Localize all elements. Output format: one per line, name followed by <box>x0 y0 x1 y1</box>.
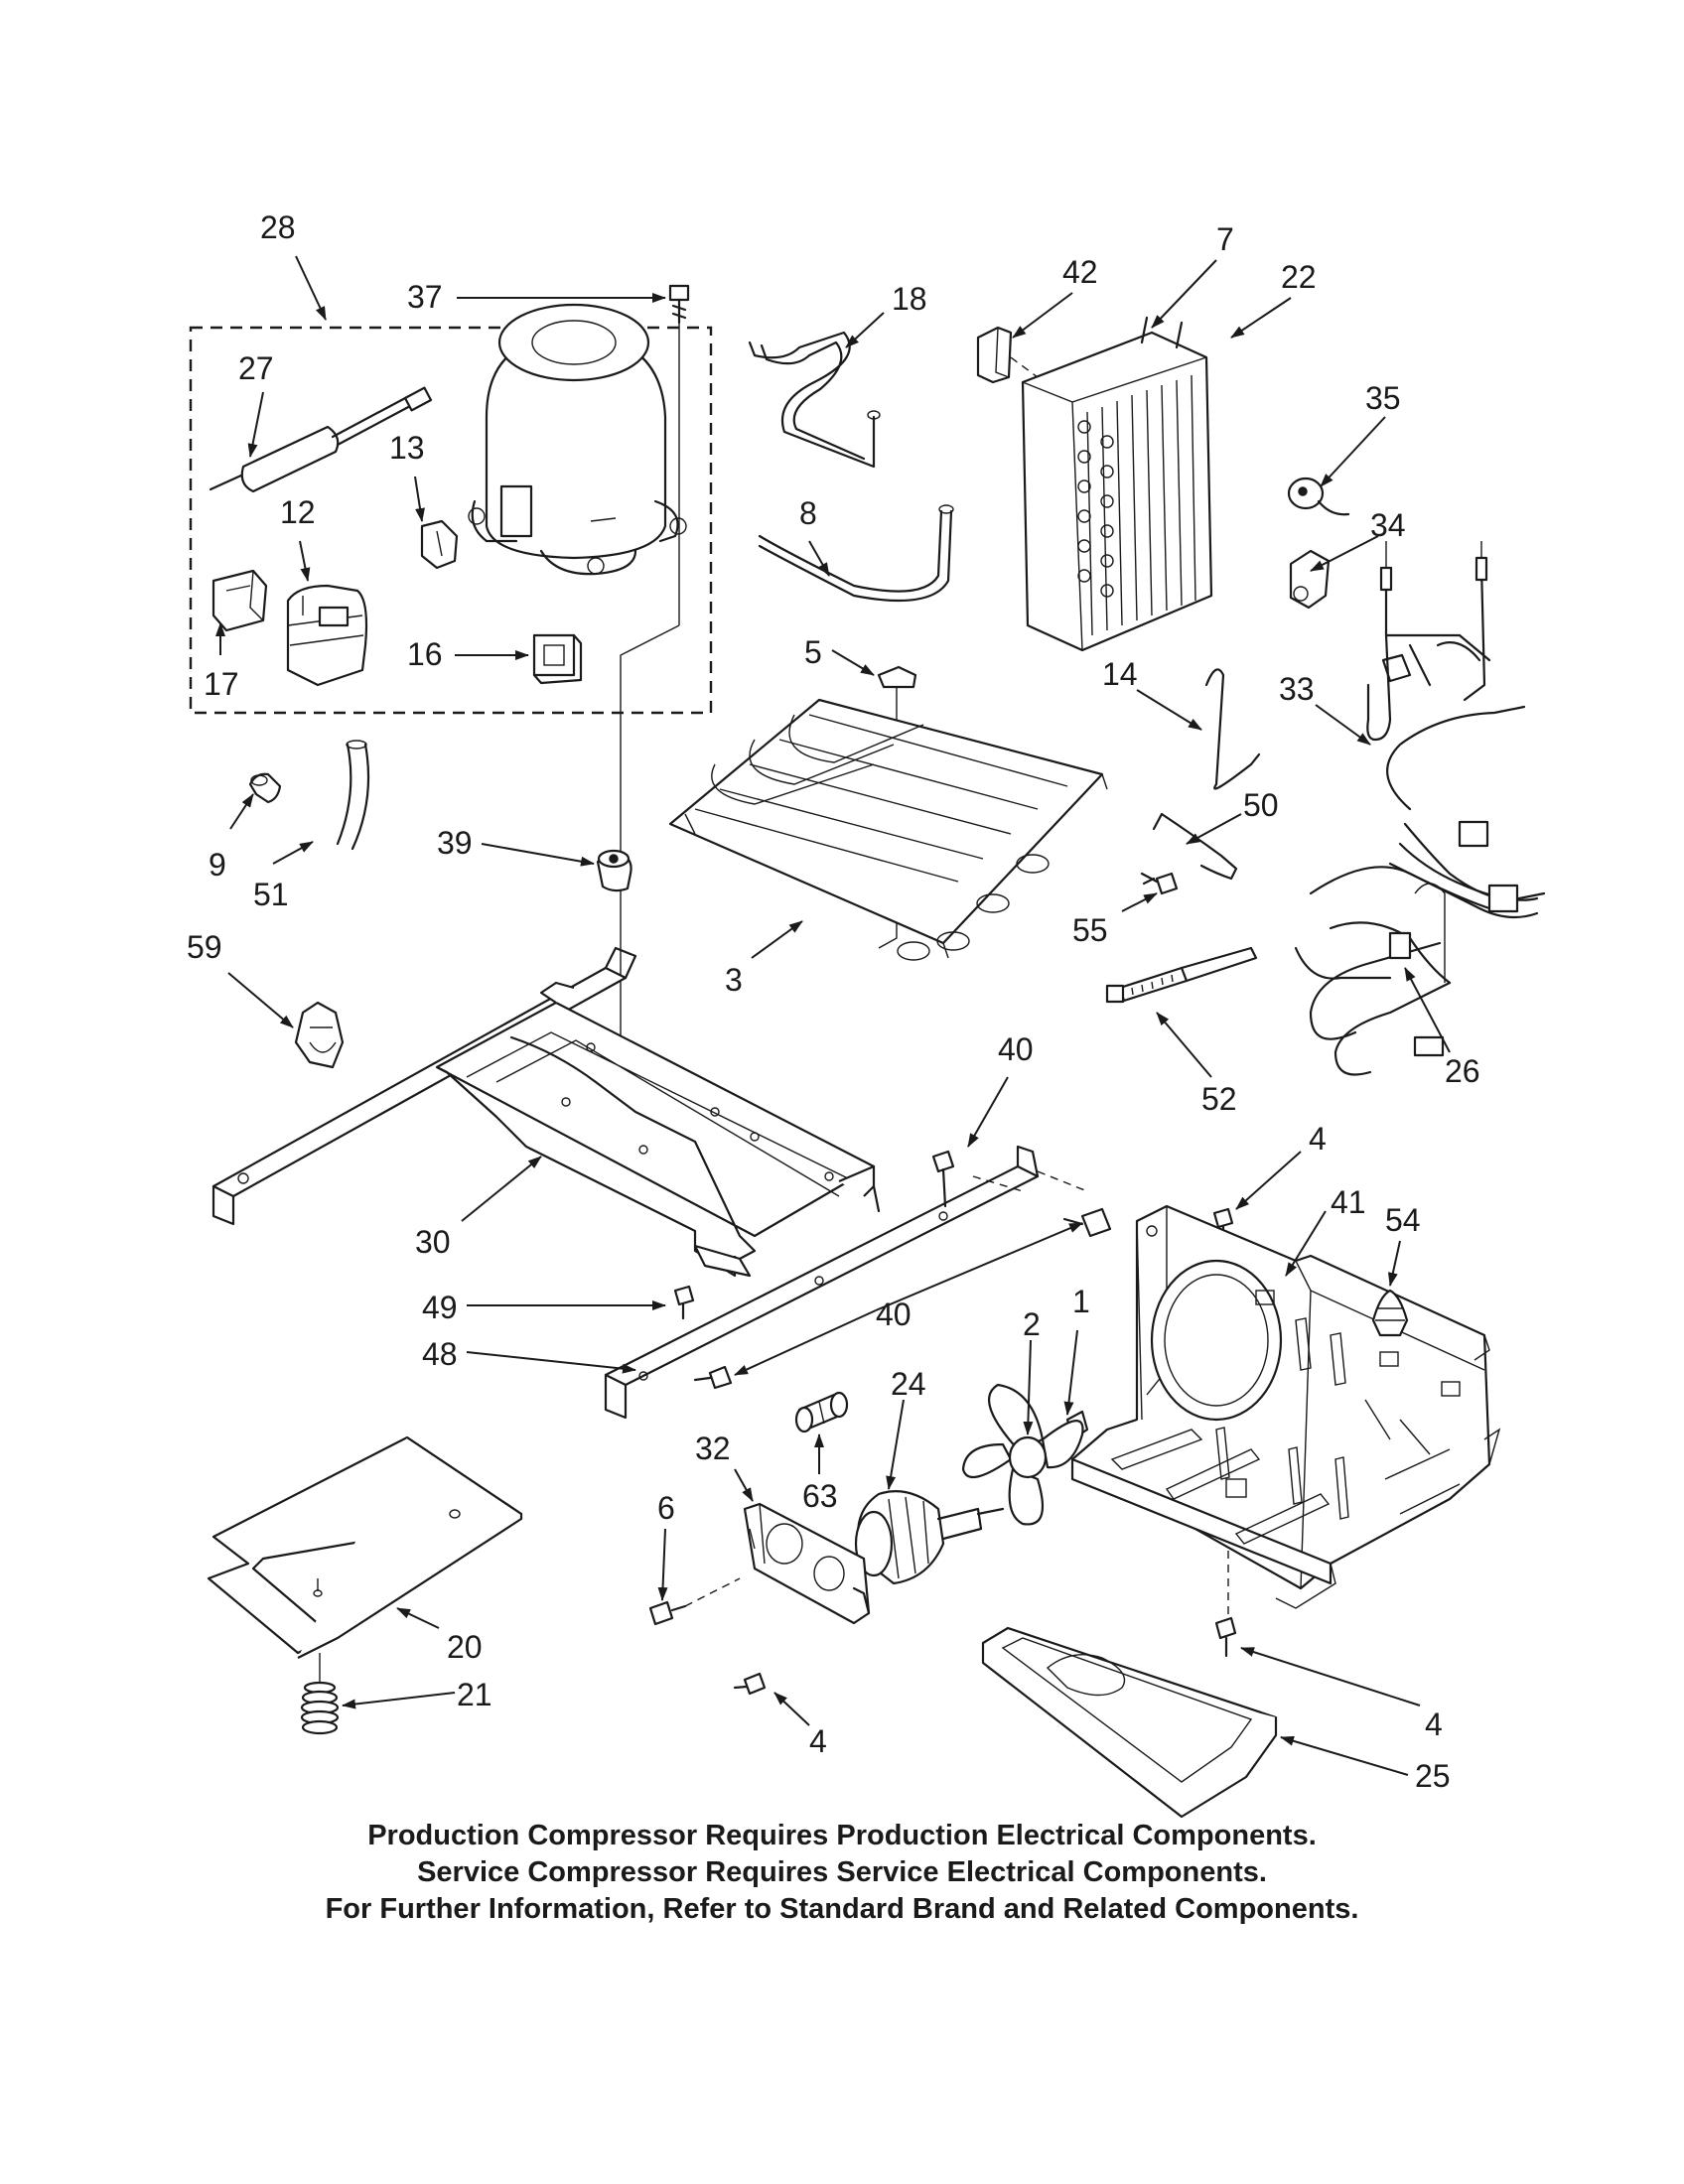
tie-strap-52[interactable] <box>1105 946 1258 1004</box>
callout-59: 59 <box>187 929 222 965</box>
callout-13: 13 <box>389 430 425 466</box>
callout-1: 1 <box>1072 1284 1090 1319</box>
relay-12[interactable] <box>286 584 368 687</box>
callout-51: 51 <box>253 877 289 912</box>
coupler-63[interactable] <box>794 1391 849 1433</box>
tube-51[interactable] <box>336 740 370 851</box>
plug-9[interactable] <box>248 772 282 804</box>
callout-27: 27 <box>238 350 274 386</box>
callout-52: 52 <box>1201 1081 1237 1117</box>
callout-30: 30 <box>415 1224 451 1260</box>
condenser-tube-bends <box>1077 420 1114 598</box>
callout-32: 32 <box>695 1431 731 1466</box>
overload-17[interactable] <box>211 569 268 632</box>
note-line-1: Production Compressor Requires Productio… <box>367 1820 1317 1851</box>
screw-40b[interactable] <box>1062 1207 1112 1238</box>
base-frame-30[interactable] <box>211 946 881 1278</box>
condenser-22[interactable] <box>1021 316 1213 652</box>
rod-14[interactable] <box>1204 668 1261 790</box>
compressor-kit-boundary <box>189 326 713 715</box>
tube-8[interactable] <box>758 504 954 603</box>
callout-7: 7 <box>1216 221 1234 257</box>
callout-22: 22 <box>1281 259 1317 295</box>
base-shroud-41[interactable] <box>1070 1204 1501 1609</box>
spring-21[interactable] <box>300 1653 340 1735</box>
callout-63: 63 <box>802 1478 838 1514</box>
callout-18: 18 <box>892 281 927 317</box>
wire-harness-26[interactable] <box>1294 641 1546 1076</box>
callout-5: 5 <box>804 634 822 670</box>
clip-13[interactable] <box>420 519 459 570</box>
callout-6: 6 <box>657 1490 675 1526</box>
callout-numbers: 28 37 27 13 12 17 16 18 8 42 7 22 35 34 … <box>187 209 1480 1794</box>
callout-35: 35 <box>1365 380 1401 416</box>
grommet-39[interactable] <box>596 849 632 892</box>
drain-pan-25[interactable] <box>981 1626 1278 1819</box>
callout-39: 39 <box>437 825 473 861</box>
clip-34[interactable] <box>1289 549 1331 610</box>
callout-26: 26 <box>1445 1053 1480 1089</box>
callout-17: 17 <box>204 666 239 702</box>
bracket-42[interactable] <box>976 326 1039 384</box>
screw-40a[interactable] <box>931 1150 955 1208</box>
callout-4b: 4 <box>809 1723 827 1759</box>
callout-2: 2 <box>1023 1306 1041 1342</box>
drier-27[interactable] <box>209 386 433 493</box>
callout-55: 55 <box>1072 912 1108 948</box>
screw-4-bottom[interactable] <box>733 1672 767 1696</box>
clip-59[interactable] <box>294 1001 345 1069</box>
compressor[interactable] <box>468 303 687 576</box>
rail-48[interactable] <box>604 1145 1088 1420</box>
callout-24: 24 <box>891 1366 926 1402</box>
tube-18[interactable] <box>748 331 881 469</box>
fan-motor-24[interactable] <box>854 1490 1005 1585</box>
callout-49: 49 <box>422 1290 458 1325</box>
bracket-50[interactable] <box>1152 812 1238 881</box>
callout-9: 9 <box>209 847 226 883</box>
callout-3: 3 <box>725 962 743 998</box>
screw-55[interactable] <box>1140 872 1179 895</box>
connector-16[interactable] <box>532 633 583 685</box>
tube-33[interactable] <box>1366 541 1491 742</box>
callout-40b: 40 <box>876 1297 912 1332</box>
evaporator-3[interactable] <box>668 698 1108 961</box>
callout-25: 25 <box>1415 1758 1451 1794</box>
motor-bracket-32[interactable] <box>743 1502 871 1625</box>
cover-20[interactable] <box>207 1435 523 1659</box>
note-line-3: For Further Information, Refer to Standa… <box>325 1893 1359 1925</box>
callout-42: 42 <box>1062 254 1098 290</box>
callout-54: 54 <box>1385 1202 1421 1238</box>
callout-48: 48 <box>422 1336 458 1372</box>
leader-lines <box>215 255 1451 1776</box>
callout-8: 8 <box>799 495 817 531</box>
callout-28: 28 <box>260 209 296 245</box>
callout-4a: 4 <box>1309 1121 1327 1157</box>
sensor-35[interactable] <box>1287 477 1350 516</box>
screw-49[interactable] <box>673 1285 695 1320</box>
callout-41: 41 <box>1331 1184 1366 1220</box>
callout-50: 50 <box>1243 787 1279 823</box>
fan-blade-2[interactable] <box>961 1383 1084 1526</box>
callout-34: 34 <box>1370 507 1406 543</box>
callout-14: 14 <box>1102 656 1138 692</box>
callout-33: 33 <box>1279 671 1315 707</box>
note-line-2: Service Compressor Requires Service Elec… <box>417 1856 1267 1888</box>
screw-37[interactable] <box>620 284 690 1072</box>
callout-12: 12 <box>280 494 316 530</box>
wire-nut-54[interactable] <box>1371 1289 1409 1337</box>
screw-6[interactable] <box>648 1577 741 1626</box>
callout-16: 16 <box>407 636 443 672</box>
screw-40c[interactable] <box>693 1365 733 1390</box>
callout-21: 21 <box>457 1677 492 1712</box>
callout-37: 37 <box>407 279 443 315</box>
callout-4c: 4 <box>1425 1706 1443 1742</box>
callout-40a: 40 <box>998 1031 1034 1067</box>
callout-20: 20 <box>447 1629 483 1665</box>
